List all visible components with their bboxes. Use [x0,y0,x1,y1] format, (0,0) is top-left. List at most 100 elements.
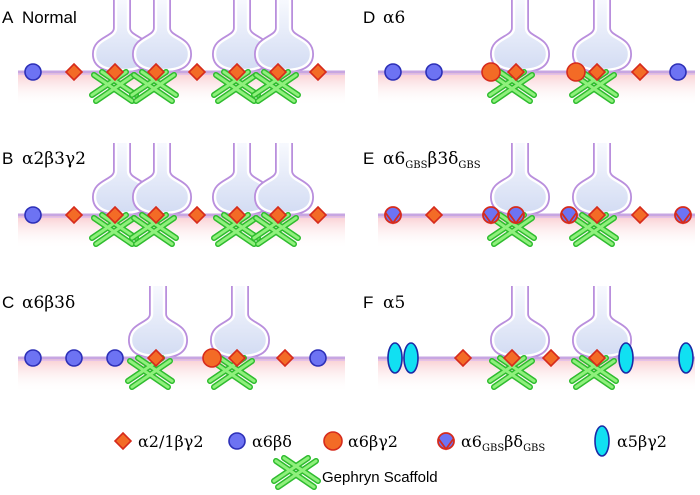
alpha6gbs-beta-deltagbs-marker [560,206,578,225]
subscript: GBS [405,160,427,171]
scaffold-strand [216,216,258,246]
alpha2-1-beta-gamma2-diamond [587,348,607,368]
scaffold-strand [492,216,534,246]
panel-letter: D [363,8,375,27]
gephyrin-scaffold [487,355,537,390]
title-part: Normal [22,8,77,27]
legend-blue-circle [228,432,246,450]
alpha6-beta-delta-circle [106,349,124,367]
alpha2-1-beta-gamma2-diamond [146,348,166,368]
title-part: α6 [383,8,405,28]
presynaptic-terminal [132,143,192,216]
alpha5-beta-gamma2-ellipse [678,342,694,374]
terminal-body [573,0,631,72]
alpha2-1-beta-gamma2-diamond [506,62,526,82]
subscript: GBS [482,443,504,454]
legend-scaffold-label: Gephryn Scaffold [322,469,438,486]
gbs-mark [560,212,578,225]
alpha6-beta-delta-circle [24,206,42,224]
legend-item-purple-circle: α6GBSβδGBS [437,432,545,454]
panel-title: α6β3δ [22,293,75,313]
alpha6-beta-gamma2-circle [202,348,222,368]
legend-orange-circle [323,431,343,451]
alpha2-1-beta-gamma2-diamond [227,62,247,82]
subscript: GBS [523,443,545,454]
subscript: GBS [458,160,480,171]
alpha2-1-beta-gamma2-diamond [630,205,650,225]
gephyrin-scaffold [211,69,261,104]
presynaptic-terminal [210,286,270,359]
alpha2-1-beta-gamma2-diamond [424,205,444,225]
presynaptic-terminal [490,143,550,216]
terminal-body [491,286,549,358]
legend-item-cyan-ellipse: α5βγ2 [594,425,667,457]
gephyrin-scaffold [569,355,619,390]
terminal-body [491,0,549,72]
gephyrin-scaffold [251,212,301,247]
postsynaptic-region [378,72,695,106]
scaffold-strand [574,73,616,103]
gbs-mark [437,438,455,451]
alpha6gbs-beta-deltagbs-marker [482,206,500,225]
alpha2-1-beta-gamma2-diamond [502,348,522,368]
scaffold-strand [212,70,250,97]
alpha5-beta-gamma2-ellipse [618,342,634,374]
gbs-mark [507,212,525,225]
label-part: α5βγ2 [617,432,667,451]
gephyrin-scaffold [211,212,261,247]
legend-scaffold-icon [271,455,321,490]
terminal-body [129,286,187,358]
presynaptic-terminal [572,286,632,359]
terminal-body [255,0,313,72]
gbs-mark [482,212,500,225]
alpha2-1-beta-gamma2-diamond [64,205,84,225]
title-part: α5 [383,293,405,313]
alpha6-beta-delta-circle [384,63,402,81]
scaffold-strand [94,73,136,103]
alpha2-1-beta-gamma2-diamond [64,62,84,82]
gbs-mark [674,212,692,225]
scaffold-strand [134,73,176,103]
alpha2-1-beta-gamma2-diamond [308,62,328,82]
terminal-body [573,286,631,358]
presynaptic-terminal [572,0,632,73]
scaffold-strand [256,73,298,103]
alpha6-beta-delta-circle [65,349,83,367]
alpha6-beta-delta-circle [24,349,42,367]
alpha2-1-beta-gamma2-diamond [187,62,207,82]
alpha6gbs-beta-deltagbs-marker [437,432,455,451]
gbs-mark [384,212,402,225]
legend-label: α6βγ2 [348,432,398,451]
alpha2-1-beta-gamma2-diamond [541,348,561,368]
alpha2-1-beta-gamma2-diamond [227,205,247,225]
scaffold-strand [216,73,258,103]
legend-label: α5βγ2 [617,432,667,451]
alpha6gbs-beta-deltagbs-marker [507,206,525,225]
panel-letter: B [2,149,13,168]
legend-item-orange-circle: α6βγ2 [323,431,398,451]
presynaptic-terminal [490,0,550,73]
gephyrin-scaffold [89,69,139,104]
scaffold-strand [276,459,318,489]
scaffold-strand [256,216,298,246]
alpha2-1-beta-gamma2-diamond [268,205,288,225]
alpha2-1-beta-gamma2-diamond [630,62,650,82]
alpha6-beta-delta-circle [669,63,687,81]
alpha2-1-beta-gamma2-diamond [105,205,125,225]
panel-title: α6 [383,8,405,28]
scaffold-strand [212,213,250,240]
legend-item-gephyrin-scaffold: Gephryn Scaffold [271,455,438,490]
terminal-body [573,143,631,215]
terminal-body [133,143,191,215]
title-part: β3δ [427,149,458,169]
label-part: βδ [504,432,523,451]
panel-letter: C [2,293,14,312]
alpha2-1-beta-gamma2-diamond [227,348,247,368]
panel-title: α5 [383,293,405,313]
presynaptic-terminal [254,0,314,73]
